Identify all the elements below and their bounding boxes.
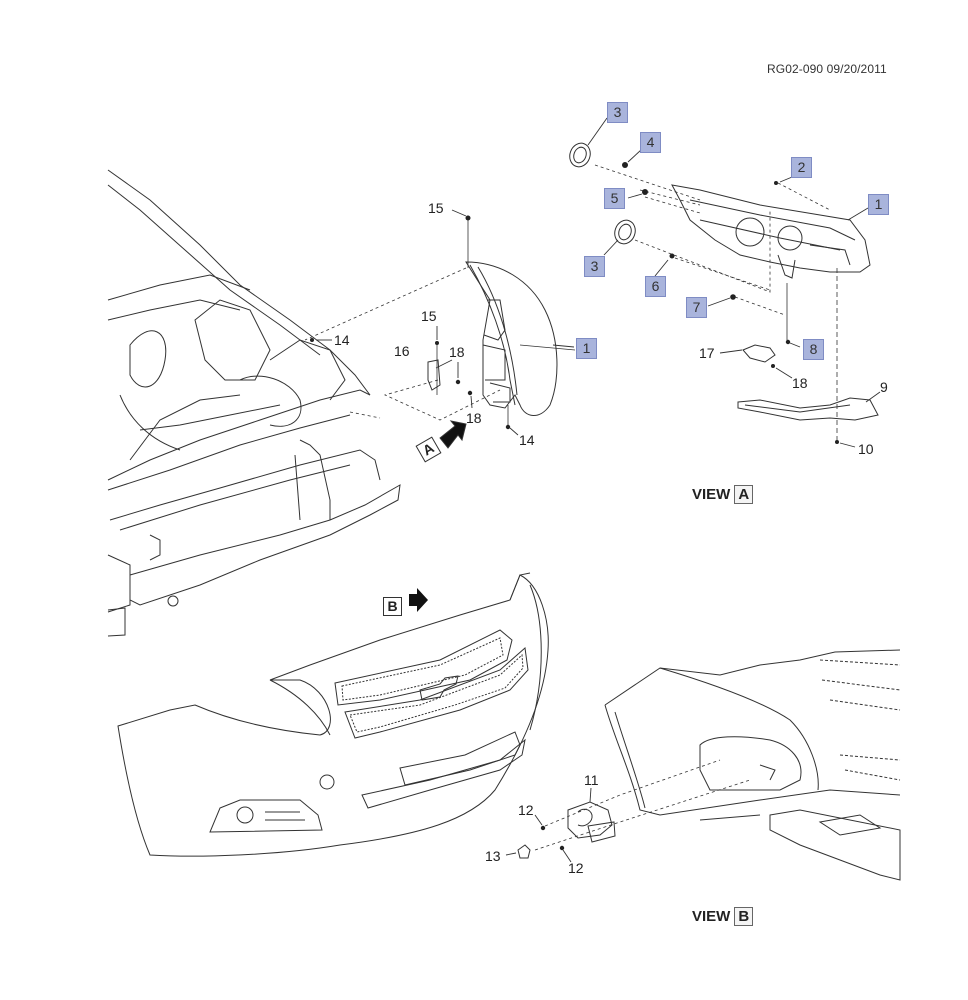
part-label-14-lower: 14 <box>519 432 535 448</box>
document-id: RG02-090 09/20/2011 <box>767 62 887 76</box>
view-b-flag[interactable]: B <box>383 597 402 616</box>
fasteners-view-a <box>622 162 839 444</box>
part-label-13: 13 <box>485 848 501 864</box>
leader-lines-view-a <box>587 117 881 448</box>
part-label-14-upper: 14 <box>334 332 350 348</box>
part-label-17: 17 <box>699 345 715 361</box>
callout-6[interactable]: 6 <box>645 276 666 297</box>
callout-7[interactable]: 7 <box>686 297 707 318</box>
bumper-corner-view-b <box>517 649 901 881</box>
callout-5[interactable]: 5 <box>604 188 625 209</box>
callout-2[interactable]: 2 <box>791 157 812 178</box>
view-b-letter: B <box>734 907 754 926</box>
front-body-structure <box>107 169 401 637</box>
headlamp-assembly-view-a <box>569 142 879 440</box>
part-label-18-a: 18 <box>449 344 465 360</box>
callout-1-view-a[interactable]: 1 <box>868 194 889 215</box>
headlamp-assembly-main <box>304 220 576 425</box>
leader-lines-view-b <box>505 787 592 863</box>
part-label-9: 9 <box>880 379 888 395</box>
part-label-15-upper: 15 <box>428 200 444 216</box>
view-a-letter: A <box>734 485 754 504</box>
callout-3-top[interactable]: 3 <box>607 102 628 123</box>
fasteners-main <box>310 215 511 430</box>
fasteners-view-b <box>540 825 565 851</box>
part-label-16: 16 <box>394 343 410 359</box>
view-b-title: VIEW <box>692 908 731 925</box>
part-label-11: 11 <box>584 772 599 788</box>
part-label-18-view-a: 18 <box>792 375 808 391</box>
callout-3-bottom[interactable]: 3 <box>584 256 605 277</box>
front-bumper-fascia <box>117 572 549 857</box>
part-label-10: 10 <box>858 441 874 457</box>
view-b-arrow-shape <box>409 588 428 612</box>
part-label-12-upper: 12 <box>518 802 534 818</box>
view-a-title: VIEW <box>692 486 731 503</box>
callout-1-main[interactable]: 1 <box>576 338 597 359</box>
callout-8[interactable]: 8 <box>803 339 824 360</box>
leader-lines-main <box>316 209 575 436</box>
part-label-15-lower: 15 <box>421 308 437 324</box>
part-label-12-lower: 12 <box>568 860 584 876</box>
part-label-18-b: 18 <box>466 410 482 426</box>
view-a-arrow <box>439 420 467 449</box>
callout-4[interactable]: 4 <box>640 132 661 153</box>
